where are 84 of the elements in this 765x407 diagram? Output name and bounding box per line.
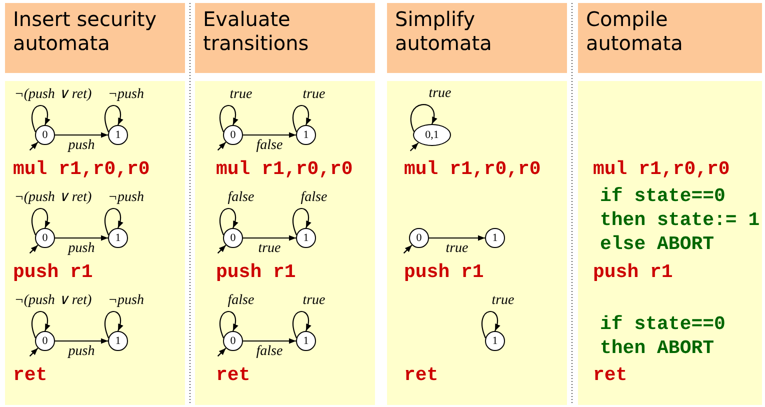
self-loop-arrow [482,311,500,338]
code-line: ret [13,364,48,386]
edge-label: false [228,190,254,206]
state-circle: 1 [485,228,505,248]
initial-arrow [403,244,412,254]
code-line: ret [216,364,250,386]
self-loop-arrow [220,311,238,338]
code-line: mul r1,r0,r0 [216,158,353,180]
state-circle: 0 [35,125,55,145]
state-circle: 0,1 [413,124,451,146]
self-loop-arrow [292,105,311,132]
edge-label: push [68,344,95,360]
initial-arrow [29,142,38,151]
initial-arrow [217,348,226,357]
initial-arrow [217,142,226,151]
code-line: ret [404,364,438,386]
initial-arrow [29,244,38,254]
state-circle: 1 [485,331,505,351]
state-circle: 0 [223,331,243,351]
self-loop-arrow [220,105,238,132]
column-header: Insert security automata [5,3,185,81]
arrow [429,235,485,241]
self-loop-arrow [32,311,50,338]
code-line: if state==0 [600,313,726,335]
state-circle: 0 [35,228,55,248]
initial-arrow [29,348,38,357]
column-header: Compile automata [578,3,762,81]
arrow [243,132,296,138]
column-panel [195,3,375,405]
column-panel [387,3,567,405]
code-line: push r1 [13,261,93,283]
code-line: else ABORT [600,233,714,255]
column-header: Simplify automata [387,3,567,81]
edge-label: ¬(push ∨ ret) [14,293,92,309]
code-line: push r1 [404,261,484,283]
code-line: mul r1,r0,r0 [13,158,150,180]
column-panel [5,3,185,405]
edge-label: ¬push [108,190,144,206]
code-line: mul r1,r0,r0 [404,158,541,180]
edge-label: ¬push [108,87,144,103]
arrow [55,235,108,241]
arrow [243,338,296,344]
code-line: push r1 [216,261,296,283]
edge-label: push [68,138,95,154]
edge-label: false [228,293,254,309]
column-panel [578,3,762,405]
state-circle: 1 [108,125,128,145]
column-header: Evaluate transitions [195,3,375,81]
state-circle: 1 [108,228,128,248]
state-circle: 0 [409,228,429,248]
self-loop-arrow [292,311,311,338]
edge-label: false [300,190,328,206]
self-loop-arrow [104,311,123,338]
code-line: push r1 [593,261,673,283]
edge-label: false [256,138,283,154]
state-circle: 1 [296,125,316,145]
state-circle: 0 [223,125,243,145]
code-line: if state==0 [600,185,726,207]
arrow [243,235,296,241]
arrow [55,132,108,138]
code-line: then state:= 1 [600,209,760,231]
self-loop-arrow [32,105,50,132]
self-loop-arrow [104,208,123,236]
state-circle: 1 [296,228,316,248]
self-loop-arrow [32,208,50,236]
state-circle: 1 [296,331,316,351]
edge-label: push [68,241,95,257]
code-line: ret [593,364,628,386]
initial-arrow [217,244,226,254]
arrow [55,338,108,344]
code-line: mul r1,r0,r0 [593,158,730,180]
edge-label: ¬(push ∨ ret) [14,190,92,206]
state-circle: 0 [35,331,55,351]
self-loop-arrow [220,208,238,236]
edge-label: ¬(push ∨ ret) [14,87,92,103]
self-loop-arrow [292,208,311,236]
state-circle: 1 [108,331,128,351]
code-line: then ABORT [600,337,714,359]
self-loop-arrow [410,104,437,132]
edge-label: ¬push [108,293,144,309]
self-loop-arrow [104,105,123,132]
edge-label: false [256,344,283,360]
state-circle: 0 [223,228,243,248]
initial-arrow [410,142,419,152]
